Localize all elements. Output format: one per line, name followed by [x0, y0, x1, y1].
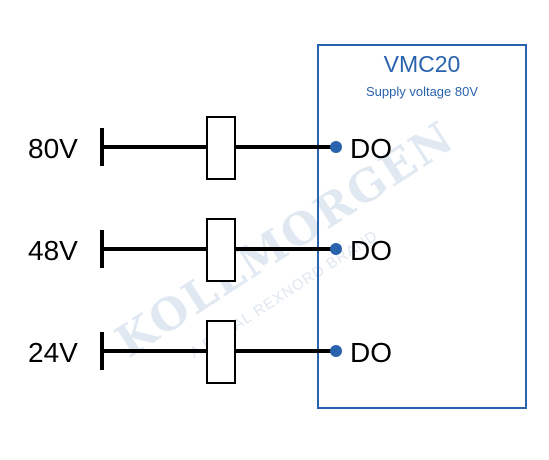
voltage-label: 48V — [28, 235, 78, 266]
terminal-dot — [330, 345, 342, 357]
device-name: VMC20 — [384, 51, 461, 77]
circuit-row-48v: 48V DO — [28, 218, 392, 282]
relay-coil — [206, 116, 236, 180]
watermark-brand: KOLLMORGEN — [107, 112, 464, 368]
relay-coil — [206, 320, 236, 384]
circuit-row-80v: 80V DO — [28, 116, 392, 180]
voltage-label: 80V — [28, 133, 78, 164]
circuit-row-24v: 24V DO — [28, 320, 392, 384]
terminal-dot — [330, 243, 342, 255]
output-label: DO — [350, 337, 392, 368]
output-label: DO — [350, 235, 392, 266]
output-label: DO — [350, 133, 392, 164]
terminal-dot — [330, 141, 342, 153]
device-box — [317, 44, 527, 409]
voltage-label: 24V — [28, 337, 78, 368]
device-subtitle: Supply voltage 80V — [366, 84, 478, 99]
relay-coil — [206, 218, 236, 282]
